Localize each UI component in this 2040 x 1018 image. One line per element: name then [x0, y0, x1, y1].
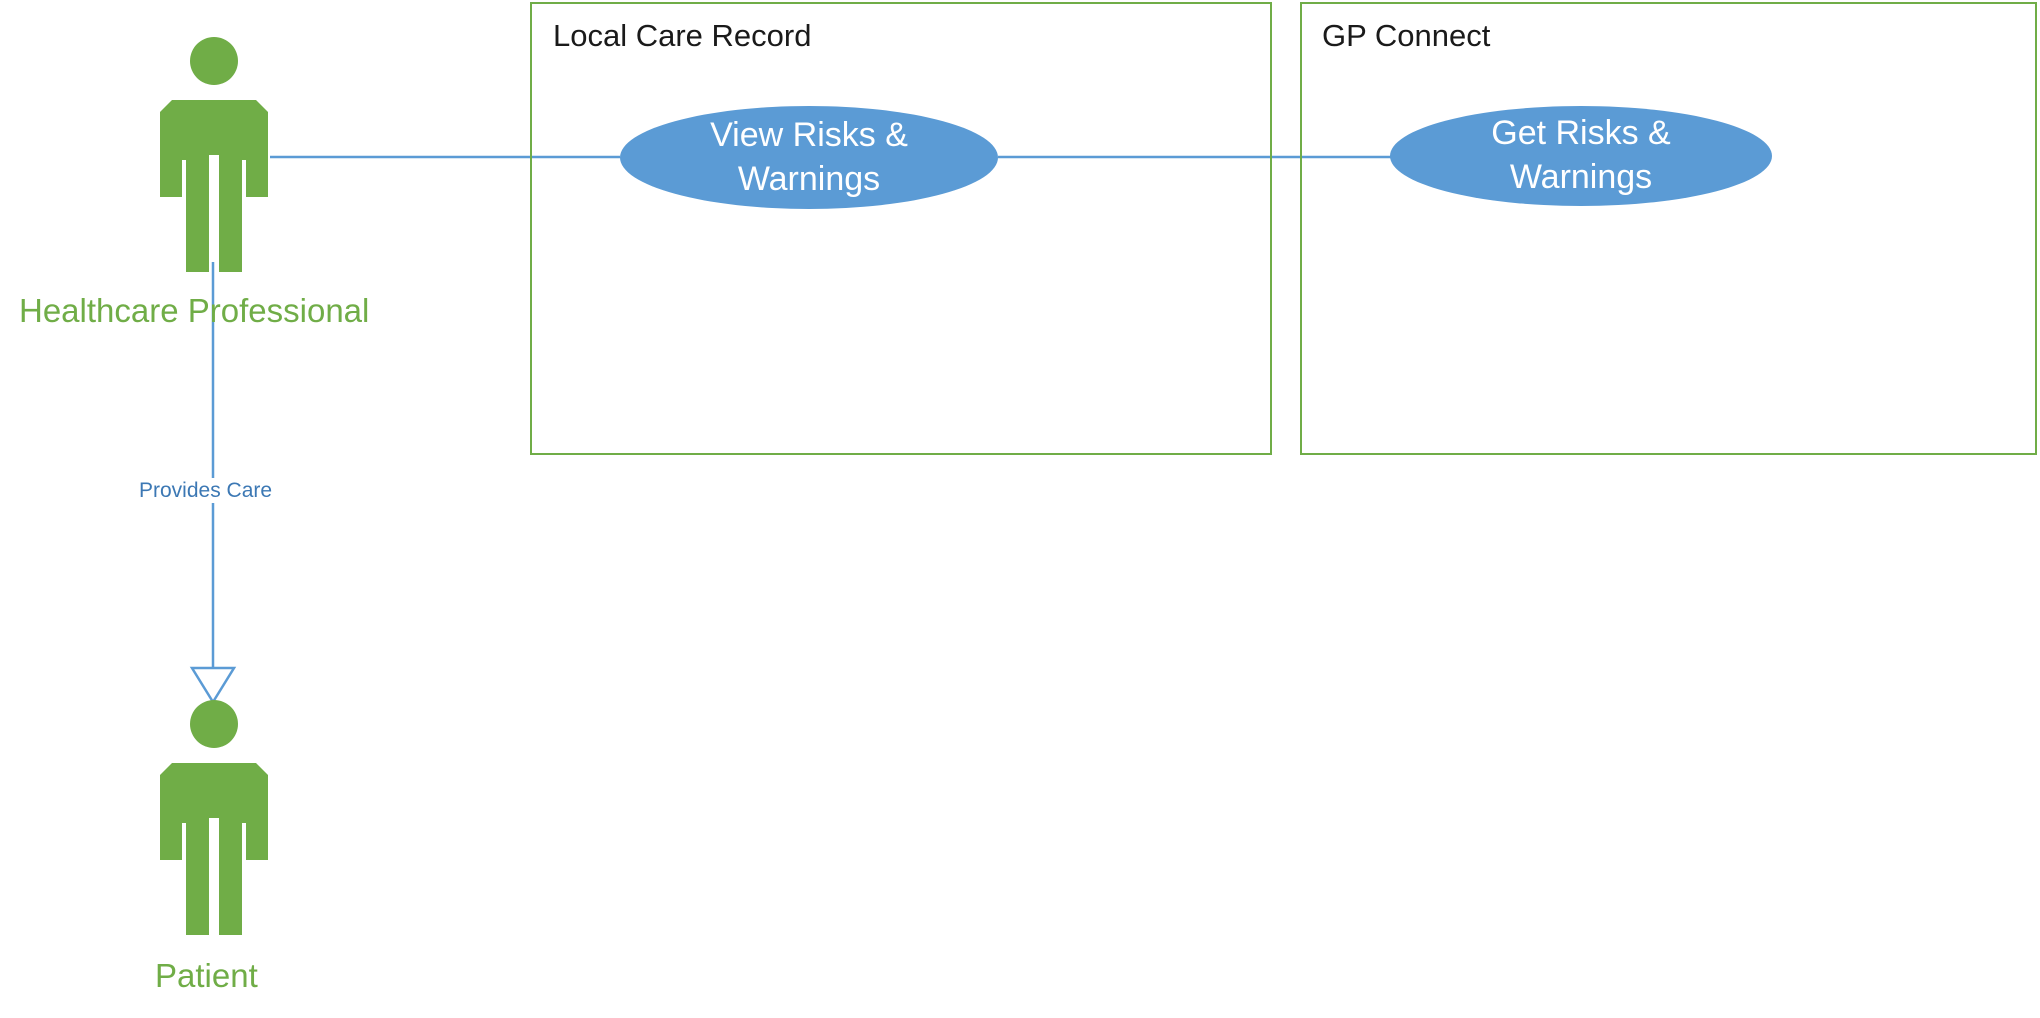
usecase-line2-view-risks: Warnings	[737, 159, 881, 198]
usecase-view-risks-and-warnings[interactable]: View Risks & Warnings	[620, 106, 998, 209]
usecase-line1-get-risks: Get Risks & Warnings	[1491, 114, 1671, 196]
usecase-label-get-risks-and-warnings: Get Risks & Warnings	[1390, 112, 1772, 199]
actor-label-patient: Patient	[155, 957, 258, 994]
actor-patient[interactable]	[158, 699, 274, 939]
usecase-get-risks-and-warnings[interactable]: Get Risks & Warnings	[1390, 106, 1772, 206]
system-title-gp-connect: GP Connect	[1322, 18, 1491, 53]
system-boundary-local-care-record[interactable]	[530, 2, 1272, 455]
system-title-local-care-record: Local Care Record	[553, 18, 812, 53]
usecase-label-view-risks-and-warnings: View Risks & Warnings	[684, 114, 934, 201]
actor-label-healthcare-professional: Healthcare Professional	[19, 292, 370, 329]
arrowhead-hollow-triangle-icon	[189, 666, 237, 705]
system-boundary-gp-connect[interactable]	[1300, 2, 2037, 455]
actor-healthcare-professional[interactable]	[158, 36, 274, 276]
usecase-line1-view-risks: View Risks &	[710, 115, 908, 154]
actor-icon-patient	[160, 700, 268, 935]
actor-icon-healthcare-professional	[160, 37, 268, 272]
connector-label-provides-care: Provides Care	[135, 478, 277, 503]
